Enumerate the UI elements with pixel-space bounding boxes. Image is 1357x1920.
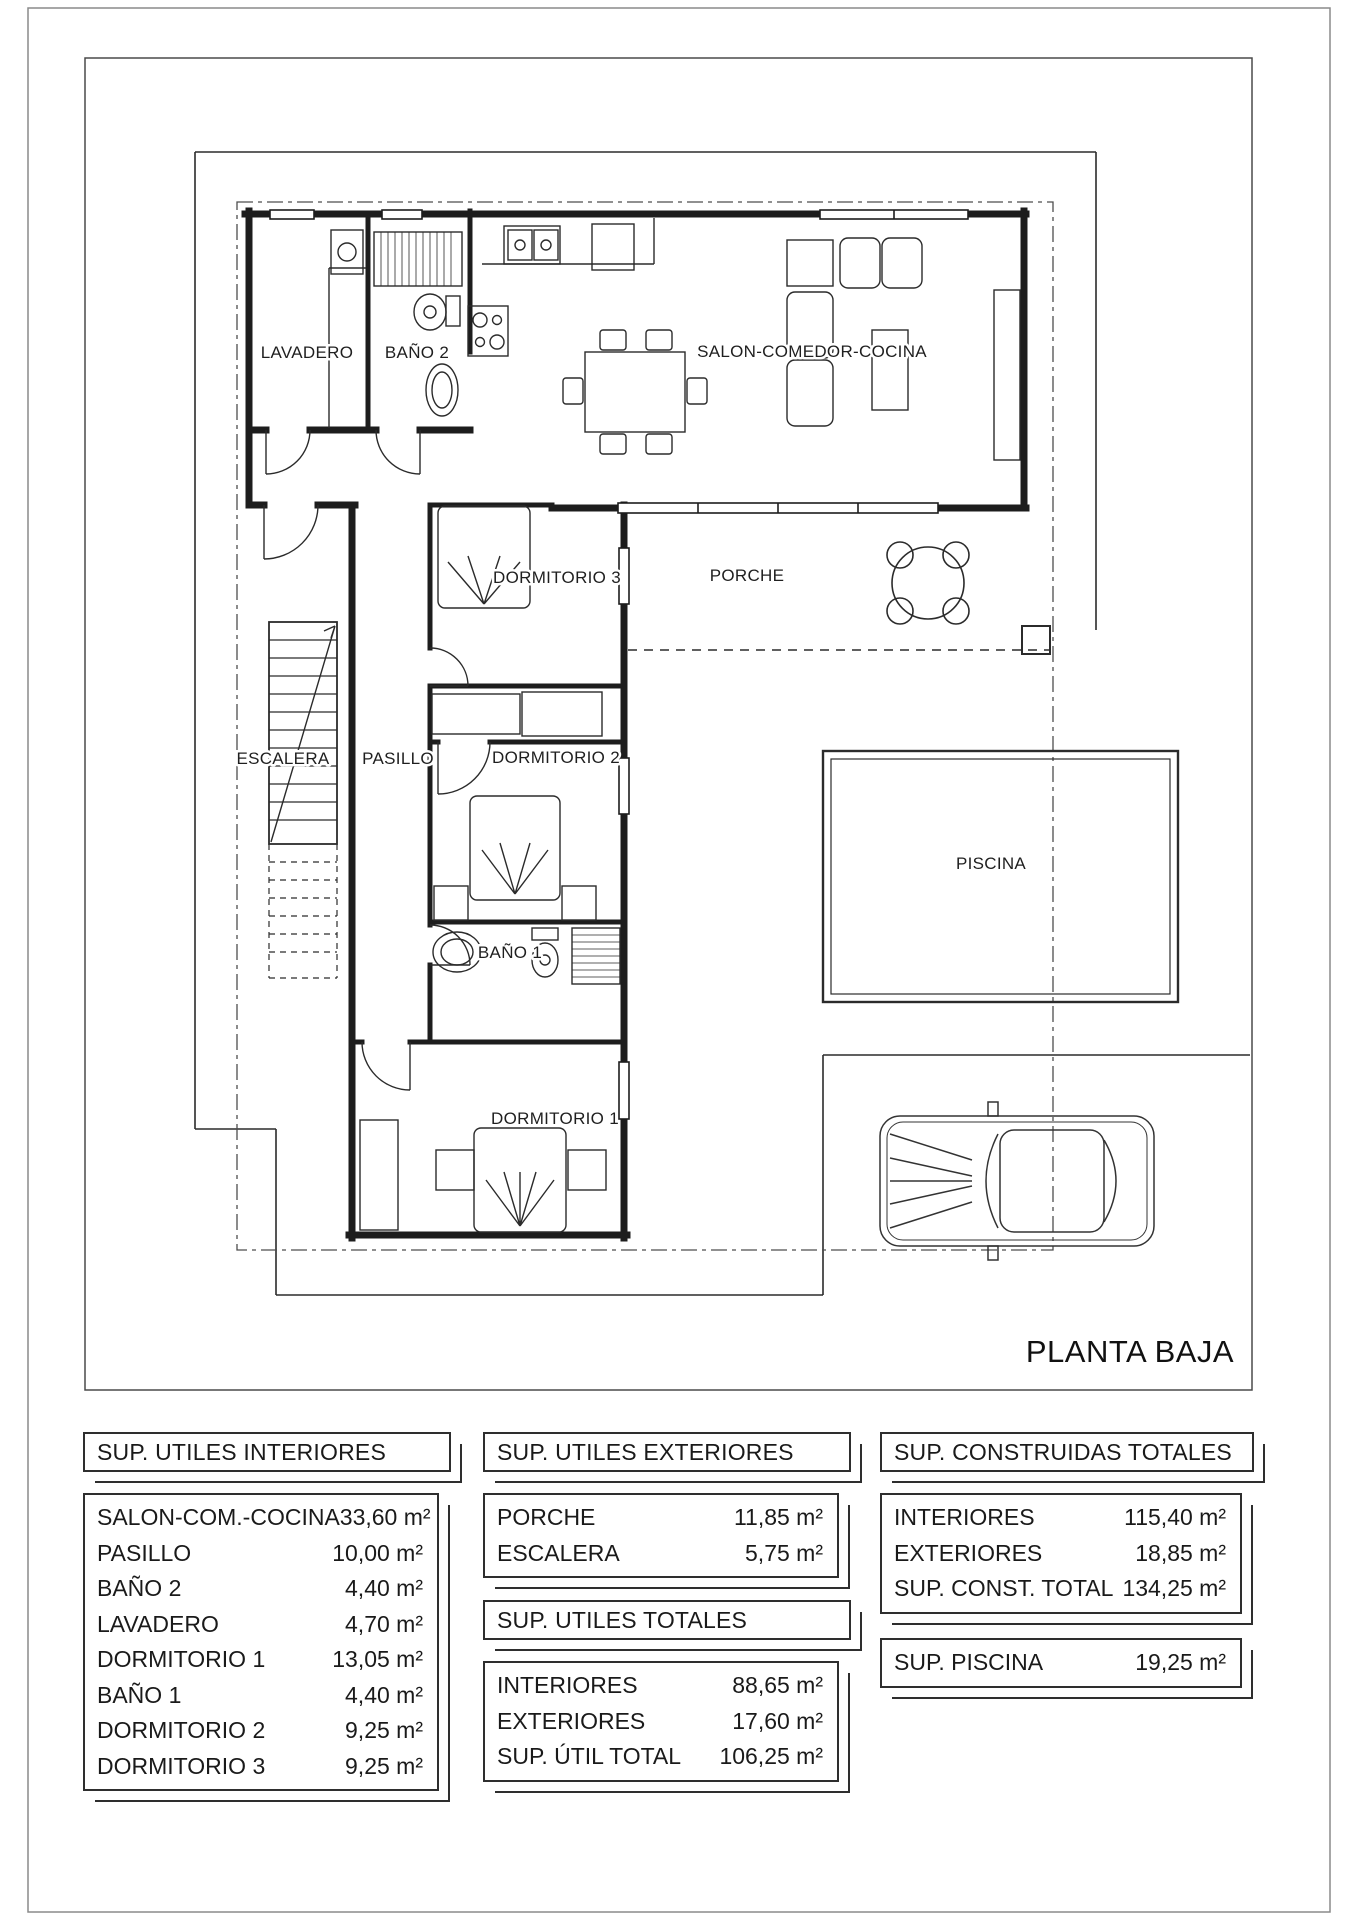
row-label: BAÑO 1 — [97, 1681, 182, 1708]
row-label: SUP. PISCINA — [894, 1649, 1044, 1675]
row-label: SUP. ÚTIL TOTAL — [497, 1743, 682, 1769]
room-labels: LAVADERO BAÑO 2 SALON-COMEDOR-COCINA DOR… — [234, 340, 1234, 1370]
row-label: LAVADERO — [97, 1610, 219, 1637]
laundry-fixtures — [328, 229, 366, 428]
header-sup-utiles-interiores: SUP. UTILES INTERIORES — [83, 1432, 462, 1483]
exterior-walls — [241, 207, 1030, 1242]
interior-walls — [349, 208, 627, 1045]
header-sup-construidas-totales: SUP. CONSTRUIDAS TOTALES — [880, 1432, 1265, 1483]
table-row: DORMITORIO 2 9,25 m² — [85, 1713, 437, 1749]
table-row: SALON-COM.-COCINA 33,60 m² — [85, 1500, 437, 1536]
row-value: 9,25 m² — [345, 1752, 423, 1779]
door-arcs — [263, 429, 491, 1091]
table-row: ESCALERA 5,75 m² — [485, 1536, 837, 1572]
row-value: 10,00 m² — [332, 1539, 423, 1566]
row-label: ESCALERA — [497, 1539, 620, 1566]
table-sup-utiles-totales: INTERIORES 88,65 m² EXTERIORES 17,60 m² … — [483, 1661, 850, 1792]
row-value: 4,40 m² — [345, 1575, 423, 1601]
bed-dormitorio3 — [431, 505, 603, 737]
table-row: PORCHE 11,85 m² — [485, 1500, 837, 1536]
row-value: 106,25 m² — [719, 1743, 823, 1769]
bed-dormitorio2 — [433, 795, 597, 921]
bed-dormitorio1 — [359, 1119, 607, 1233]
header-sup-utiles-exteriores: SUP. UTILES EXTERIORES — [483, 1432, 862, 1483]
table-sup-construidas-totales: INTERIORES 115,40 m² EXTERIORES 18,85 m²… — [880, 1493, 1253, 1624]
porch-edge — [628, 625, 1051, 655]
header-sup-utiles-totales: SUP. UTILES TOTALES — [483, 1600, 862, 1651]
table-row: SUP. CONST. TOTAL 134,25 m² — [882, 1571, 1240, 1607]
row-value: 18,85 m² — [1135, 1539, 1226, 1566]
row-value: 17,60 m² — [732, 1707, 823, 1734]
table-row: LAVADERO 4,70 m² — [85, 1607, 437, 1643]
label-bano1: BAÑO 1 — [478, 943, 542, 962]
sheet-border — [27, 7, 1331, 1913]
pool — [821, 749, 1180, 1004]
row-label: PORCHE — [497, 1504, 596, 1530]
table-row: INTERIORES 115,40 m² — [882, 1500, 1240, 1536]
kitchen-fixtures — [467, 218, 655, 357]
row-value: 5,75 m² — [745, 1539, 823, 1566]
dining-table — [562, 329, 708, 455]
windows — [269, 209, 969, 1120]
table-row: DORMITORIO 1 13,05 m² — [85, 1642, 437, 1678]
sofa-group — [786, 237, 1021, 461]
row-label: INTERIORES — [497, 1672, 638, 1698]
table-row: EXTERIORES 17,60 m² — [485, 1704, 837, 1740]
row-value: 11,85 m² — [733, 1504, 823, 1530]
row-value: 4,40 m² — [345, 1681, 423, 1708]
row-label: SALON-COM.-COCINA — [97, 1504, 340, 1530]
label-escalera: ESCALERA — [236, 749, 329, 768]
row-label: EXTERIORES — [497, 1707, 646, 1734]
row-label: PASILLO — [97, 1539, 192, 1566]
table-row: EXTERIORES 18,85 m² — [882, 1536, 1240, 1572]
row-value: 13,05 m² — [332, 1646, 423, 1672]
row-label: SUP. CONST. TOTAL — [894, 1575, 1114, 1601]
table-row: BAÑO 2 4,40 m² — [85, 1571, 437, 1607]
table-sup-utiles-exteriores: PORCHE 11,85 m² ESCALERA 5,75 m² — [483, 1493, 850, 1589]
row-label: EXTERIORES — [894, 1539, 1043, 1566]
row-value: 134,25 m² — [1122, 1575, 1226, 1601]
table-row: PASILLO 10,00 m² — [85, 1536, 437, 1572]
label-piscina: PISCINA — [956, 854, 1026, 873]
plan-title: PLANTA BAJA — [1026, 1334, 1234, 1369]
label-pasillo: PASILLO — [362, 749, 434, 768]
stairs — [268, 621, 338, 979]
row-label: INTERIORES — [894, 1504, 1035, 1530]
table-row: SUP. PISCINA 19,25 m² — [882, 1645, 1240, 1681]
row-value: 33,60 m² — [339, 1504, 431, 1530]
table-row: BAÑO 1 4,40 m² — [85, 1678, 437, 1714]
row-value: 88,65 m² — [732, 1672, 823, 1698]
label-salon: SALON-COMEDOR-COCINA — [697, 342, 927, 361]
label-porche: PORCHE — [710, 566, 785, 585]
bathroom1-fixtures — [432, 927, 621, 985]
row-label: DORMITORIO 2 — [97, 1717, 266, 1743]
row-value: 115,40 m² — [1124, 1504, 1226, 1530]
table-sup-utiles-interiores: SALON-COM.-COCINA 33,60 m² PASILLO 10,00… — [83, 1493, 450, 1802]
row-label: DORMITORIO 1 — [97, 1646, 266, 1672]
row-value: 19,25 m² — [1135, 1649, 1226, 1675]
label-dormitorio2: DORMITORIO 2 — [492, 748, 620, 767]
bathroom2-fixtures — [373, 231, 463, 417]
row-label: DORMITORIO 3 — [97, 1752, 266, 1779]
label-lavadero: LAVADERO — [261, 343, 353, 362]
table-row: SUP. ÚTIL TOTAL 106,25 m² — [485, 1739, 837, 1775]
setback-dashdot-boundary — [236, 201, 1054, 1251]
row-label: BAÑO 2 — [97, 1575, 182, 1601]
row-value: 4,70 m² — [345, 1610, 423, 1637]
table-row: INTERIORES 88,65 m² — [485, 1668, 837, 1704]
table-sup-piscina: SUP. PISCINA 19,25 m² — [880, 1638, 1253, 1698]
label-dormitorio3: DORMITORIO 3 — [493, 568, 621, 587]
table-row: DORMITORIO 3 9,25 m² — [85, 1749, 437, 1785]
porch-table — [886, 541, 970, 625]
label-bano2: BAÑO 2 — [385, 343, 449, 362]
row-value: 9,25 m² — [345, 1717, 423, 1743]
plot-boundary — [194, 151, 1250, 1296]
label-dormitorio1: DORMITORIO 1 — [491, 1109, 619, 1128]
car — [879, 1101, 1155, 1261]
